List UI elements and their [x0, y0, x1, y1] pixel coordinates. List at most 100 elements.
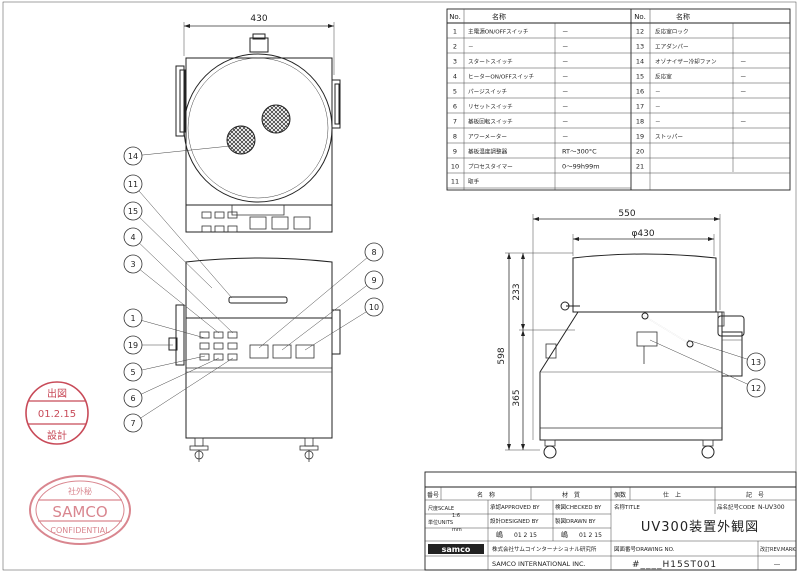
leader-line — [139, 243, 234, 334]
balloon — [364, 242, 384, 262]
tb-col-qty: 個数 — [614, 491, 626, 499]
cooling-fan-grille — [261, 104, 291, 134]
tb-company-jp: 株式会社サムコインターナショナル研究所 — [492, 545, 597, 553]
stamp-issued: 出図 — [47, 387, 67, 400]
date-stamp: 出図 01.2.15 設計 — [25, 381, 89, 445]
dim-side-width: 550 — [618, 209, 635, 219]
dim-lid-diameter: φ430 — [631, 229, 654, 239]
table-cell-spec: － — [562, 73, 569, 81]
tb-rev-label: 改訂REV.MARK — [760, 546, 796, 553]
table-cell-no: 3 — [453, 58, 457, 66]
table-cell-no: 21 — [636, 163, 644, 171]
dim-top-width: 430 — [250, 14, 267, 24]
tb-rev-value: ― — [774, 561, 780, 568]
tb-designed-by: 設計DESIGNED BY — [490, 517, 539, 525]
table-cell-no: 7 — [453, 118, 457, 126]
table-cell-name: － — [468, 45, 474, 51]
handle — [228, 296, 288, 304]
balloon-label: 8 — [371, 248, 376, 257]
balloon-label: 4 — [130, 233, 135, 242]
table-cell-name: 反応室ロック — [655, 28, 689, 36]
table-cell-no: 20 — [636, 148, 644, 156]
tb-drawer-date: 01 2 15 — [579, 532, 602, 539]
dim-lower-height: 365 — [512, 389, 522, 406]
tb-approved-by: 承認APPROVED BY — [490, 503, 540, 511]
balloon-label: 13 — [751, 358, 761, 367]
table-cell-name: オゾナイザー冷却ファン — [655, 58, 717, 66]
balloon — [123, 362, 143, 382]
table-cell-no: 8 — [453, 133, 457, 141]
tb-designer-name: 嶋 — [496, 530, 503, 539]
tb-units-label: 単位UNITS — [428, 519, 453, 526]
tb-col-mark: 記 号 — [746, 491, 764, 499]
balloon — [123, 201, 143, 221]
tb-drawing-no-label: 図面番号DRAWING NO. — [614, 546, 675, 553]
stamp-design: 設計 — [47, 429, 67, 442]
balloon — [746, 352, 766, 372]
balloon-label: 6 — [130, 394, 135, 403]
confidential-samco: SAMCO — [52, 503, 107, 521]
tb-drawer-name: 嶋 — [561, 530, 568, 539]
leader-line — [138, 190, 233, 299]
table-cell-spec: － — [562, 133, 569, 141]
table-cell-name: 取手 — [468, 178, 480, 186]
samco-logo-text: samco — [442, 545, 471, 554]
confidential-top: 社外秘 — [68, 486, 92, 496]
table-cell-spec: － — [562, 58, 569, 66]
leader-line — [258, 257, 368, 349]
leader-line — [141, 355, 206, 371]
table-cell-name: 反応室 — [655, 73, 672, 81]
title-block: 番号 名 称 材 質 個数 仕 上 記 号 承認APPROVED BY 検図CH… — [424, 471, 797, 571]
tb-col-no: 番号 — [427, 492, 439, 499]
leader-line — [141, 357, 220, 395]
table-cell-no: 13 — [636, 43, 644, 51]
table-cell-no: 18 — [636, 118, 644, 126]
top-view: 430 — [175, 14, 341, 233]
table-cell-no: 16 — [636, 88, 644, 96]
table-cell-spec: 0～99h99m — [562, 163, 600, 171]
stamp-date: 01.2.15 — [38, 409, 76, 420]
balloon — [123, 174, 143, 194]
balloon — [123, 227, 143, 247]
table-cell-name: ストッパー — [655, 134, 683, 141]
table-cell-spec: － — [562, 28, 569, 36]
balloon-label: 10 — [369, 303, 379, 312]
balloon — [123, 146, 143, 166]
tb-drawn-by: 製図DRAWN BY — [555, 517, 596, 525]
tb-col-finish: 仕 上 — [663, 491, 681, 499]
table-cell-name: アワーメーター — [468, 133, 507, 141]
table-header-no: No. — [449, 13, 461, 21]
cooling-fan-grille — [226, 125, 256, 155]
tb-scale-value: 1:6 — [452, 513, 460, 519]
balloon-label: 11 — [128, 180, 138, 189]
table-cell-name: スタートスイッチ — [468, 58, 513, 66]
table-cell-name: プロセスタイマー — [468, 163, 513, 171]
balloon-label: 1 — [130, 314, 135, 323]
confidential-stamp: 社外秘 SAMCO CONFIDENTIAL — [29, 475, 131, 545]
side-view: 550 φ430 598 233 365 — [497, 209, 745, 459]
tb-units-value: mm — [452, 527, 462, 533]
balloon-label: 7 — [130, 419, 135, 428]
table-cell-no: 2 — [453, 43, 457, 51]
table-cell-no: 1 — [453, 28, 457, 36]
table-cell-name: 主電源ON/OFFスイッチ — [468, 28, 529, 36]
tb-designer-date: 01 2 15 — [514, 532, 537, 539]
balloon-label: 9 — [371, 276, 376, 285]
table-cell-spec: RT～300°C — [562, 148, 597, 156]
table-cell-spec: － — [740, 58, 747, 66]
table-cell-spec: － — [562, 43, 569, 51]
tb-code-label: 品名記号CODE — [717, 503, 755, 511]
table-cell-no: 14 — [636, 58, 644, 66]
table-cell-no: 17 — [636, 103, 644, 111]
table-cell-no: 6 — [453, 103, 457, 111]
leader-line — [281, 285, 367, 351]
table-cell-no: 19 — [636, 133, 644, 141]
leader-line — [649, 339, 748, 385]
balloon-label: 15 — [128, 207, 138, 216]
table-cell-name: エアダンパー — [655, 43, 689, 51]
balloon — [123, 254, 143, 274]
tb-checked-by: 検図CHECKED BY — [555, 503, 602, 511]
